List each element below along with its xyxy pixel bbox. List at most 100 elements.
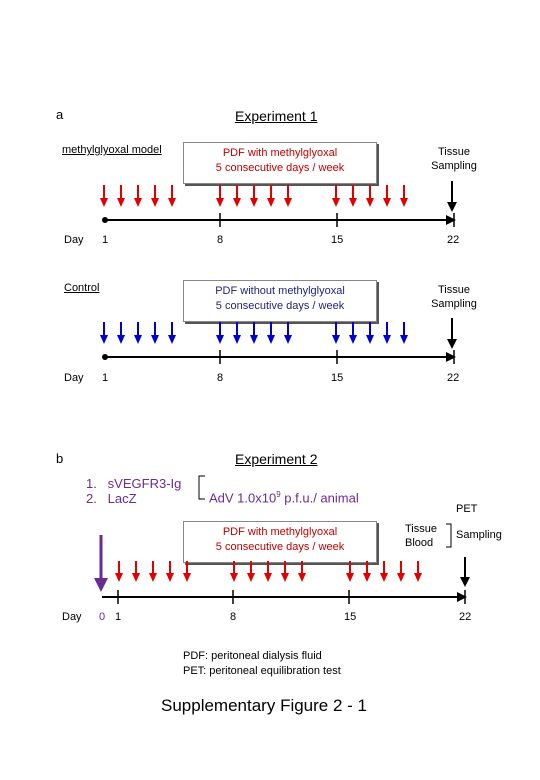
- day-label: Day: [64, 234, 84, 246]
- day-label: Day: [64, 372, 84, 384]
- dose-arrowhead-icon: [397, 573, 405, 582]
- dose-arrowhead-icon: [400, 335, 408, 344]
- tick-8: 8: [230, 611, 237, 623]
- day-label: Day: [62, 611, 82, 623]
- dose-arrowhead-icon: [216, 335, 224, 344]
- vector-list: 1. sVEGFR3-Ig 2. LacZ: [86, 476, 181, 506]
- dose-arrowhead-icon: [332, 198, 340, 207]
- timeline-control: [102, 318, 457, 364]
- tick-22: 22: [447, 234, 460, 246]
- sampling-arrow-icon: [447, 202, 457, 212]
- dose-arrowhead-icon: [363, 573, 371, 582]
- dose-arrowhead-icon: [115, 573, 123, 582]
- arrows-group-model2: [100, 322, 408, 344]
- dose-text: AdV 1.0x10: [209, 490, 277, 506]
- panel-a-label: a: [56, 107, 64, 122]
- dose-arrowhead-icon: [380, 573, 388, 582]
- figure-caption: Supplementary Figure 2 - 1: [161, 696, 367, 715]
- injection-arrow-icon: [94, 578, 108, 592]
- dose-arrowhead-icon: [183, 573, 191, 582]
- tick-0: 0: [99, 611, 106, 623]
- legend-pdf: PDF: peritoneal dialysis fluid: [183, 650, 322, 662]
- dose-unit: p.f.u./ animal: [280, 490, 359, 506]
- experiment-2-title: Experiment 2: [235, 451, 318, 467]
- tissue-text: Tissue: [438, 146, 470, 158]
- tissue-text: Tissue: [438, 284, 470, 296]
- tick-8: 8: [217, 372, 224, 384]
- tick-22: 22: [459, 611, 472, 623]
- pet-label: PET: [456, 503, 478, 515]
- legend-pet: PET: peritoneal equilibration test: [183, 665, 341, 677]
- sampling-arrow-icon: [460, 577, 470, 587]
- tissue-text: Tissue: [405, 523, 437, 535]
- dose-arrowhead-icon: [132, 573, 140, 582]
- methylglyoxal-model-label: methylglyoxal model: [62, 144, 162, 156]
- dose-arrowhead-icon: [349, 198, 357, 207]
- box-line-2: 5 consecutive days / week: [215, 541, 345, 553]
- dose-arrowhead-icon: [250, 198, 258, 207]
- dose-arrowhead-icon: [264, 573, 272, 582]
- dose-arrowhead-icon: [284, 198, 292, 207]
- pdf-methylglyoxal-box-exp2: PDF with methylglyoxal 5 consecutive day…: [183, 521, 377, 563]
- arrows-group-exp2: [115, 561, 422, 582]
- dose-arrowhead-icon: [400, 198, 408, 207]
- box-line-1: PDF with methylglyoxal: [222, 526, 338, 538]
- dose-label: AdV 1.0x109 p.f.u./ animal: [209, 487, 359, 505]
- sampling-text: Sampling: [431, 160, 477, 172]
- tick-8: 8: [217, 234, 224, 246]
- abbreviation-legend: PDF: peritoneal dialysis fluid PET: peri…: [183, 649, 341, 679]
- tick-1: 1: [115, 611, 122, 623]
- dose-arrowhead-icon: [414, 573, 422, 582]
- vector-1: 1. sVEGFR3-Ig: [86, 476, 182, 491]
- dose-arrowhead-icon: [100, 335, 108, 344]
- sampling-label: Sampling: [456, 529, 502, 541]
- dose-arrowhead-icon: [366, 198, 374, 207]
- dose-arrowhead-icon: [233, 198, 241, 207]
- dose-arrowhead-icon: [134, 198, 142, 207]
- dose-arrowhead-icon: [332, 335, 340, 344]
- tick-22: 22: [447, 372, 460, 384]
- blood-text: Blood: [405, 537, 434, 549]
- dose-arrowhead-icon: [216, 198, 224, 207]
- box-line-1: PDF without methylglyoxal: [215, 285, 345, 297]
- dose-arrowhead-icon: [250, 335, 258, 344]
- tick-15: 15: [331, 372, 344, 384]
- dose-arrowhead-icon: [383, 198, 391, 207]
- sampling-text: Sampling: [431, 298, 477, 310]
- dose-arrowhead-icon: [233, 335, 241, 344]
- vector-2: 2. LacZ: [86, 491, 137, 506]
- pdf-without-methylglyoxal-box: PDF without methylglyoxal 5 consecutive …: [183, 280, 377, 322]
- dose-arrowhead-icon: [366, 335, 374, 344]
- sampling-arrow-icon: [447, 339, 457, 349]
- tissue-sampling-label: Tissue Sampling: [426, 145, 482, 173]
- dose-arrowhead-icon: [267, 198, 275, 207]
- pdf-methylglyoxal-box: PDF with methylglyoxal 5 consecutive day…: [183, 142, 377, 184]
- dose-arrowhead-icon: [117, 198, 125, 207]
- dose-arrowhead-icon: [117, 335, 125, 344]
- tick-15: 15: [331, 234, 344, 246]
- dose-arrowhead-icon: [281, 573, 289, 582]
- dose-arrowhead-icon: [134, 335, 142, 344]
- dose-arrowhead-icon: [168, 335, 176, 344]
- arrows-group-model1: [100, 185, 408, 207]
- timeline-exp2: [94, 475, 470, 604]
- experiment-1-title: Experiment 1: [235, 108, 318, 124]
- timeline-model1: [102, 181, 457, 227]
- dose-exponent: 9: [276, 490, 281, 499]
- tick-1: 1: [102, 234, 109, 246]
- dose-arrowhead-icon: [383, 335, 391, 344]
- dose-arrowhead-icon: [166, 573, 174, 582]
- dose-arrowhead-icon: [267, 335, 275, 344]
- dose-arrowhead-icon: [284, 335, 292, 344]
- dose-arrowhead-icon: [168, 198, 176, 207]
- tick-1: 1: [102, 372, 109, 384]
- dose-arrowhead-icon: [151, 335, 159, 344]
- tissue-blood-label: Tissue Blood: [405, 522, 447, 550]
- tick-15: 15: [344, 611, 357, 623]
- box-line-1: PDF with methylglyoxal: [222, 147, 338, 159]
- panel-b-label: b: [56, 451, 64, 466]
- dose-arrowhead-icon: [247, 573, 255, 582]
- dose-arrowhead-icon: [298, 573, 306, 582]
- dose-arrowhead-icon: [349, 335, 357, 344]
